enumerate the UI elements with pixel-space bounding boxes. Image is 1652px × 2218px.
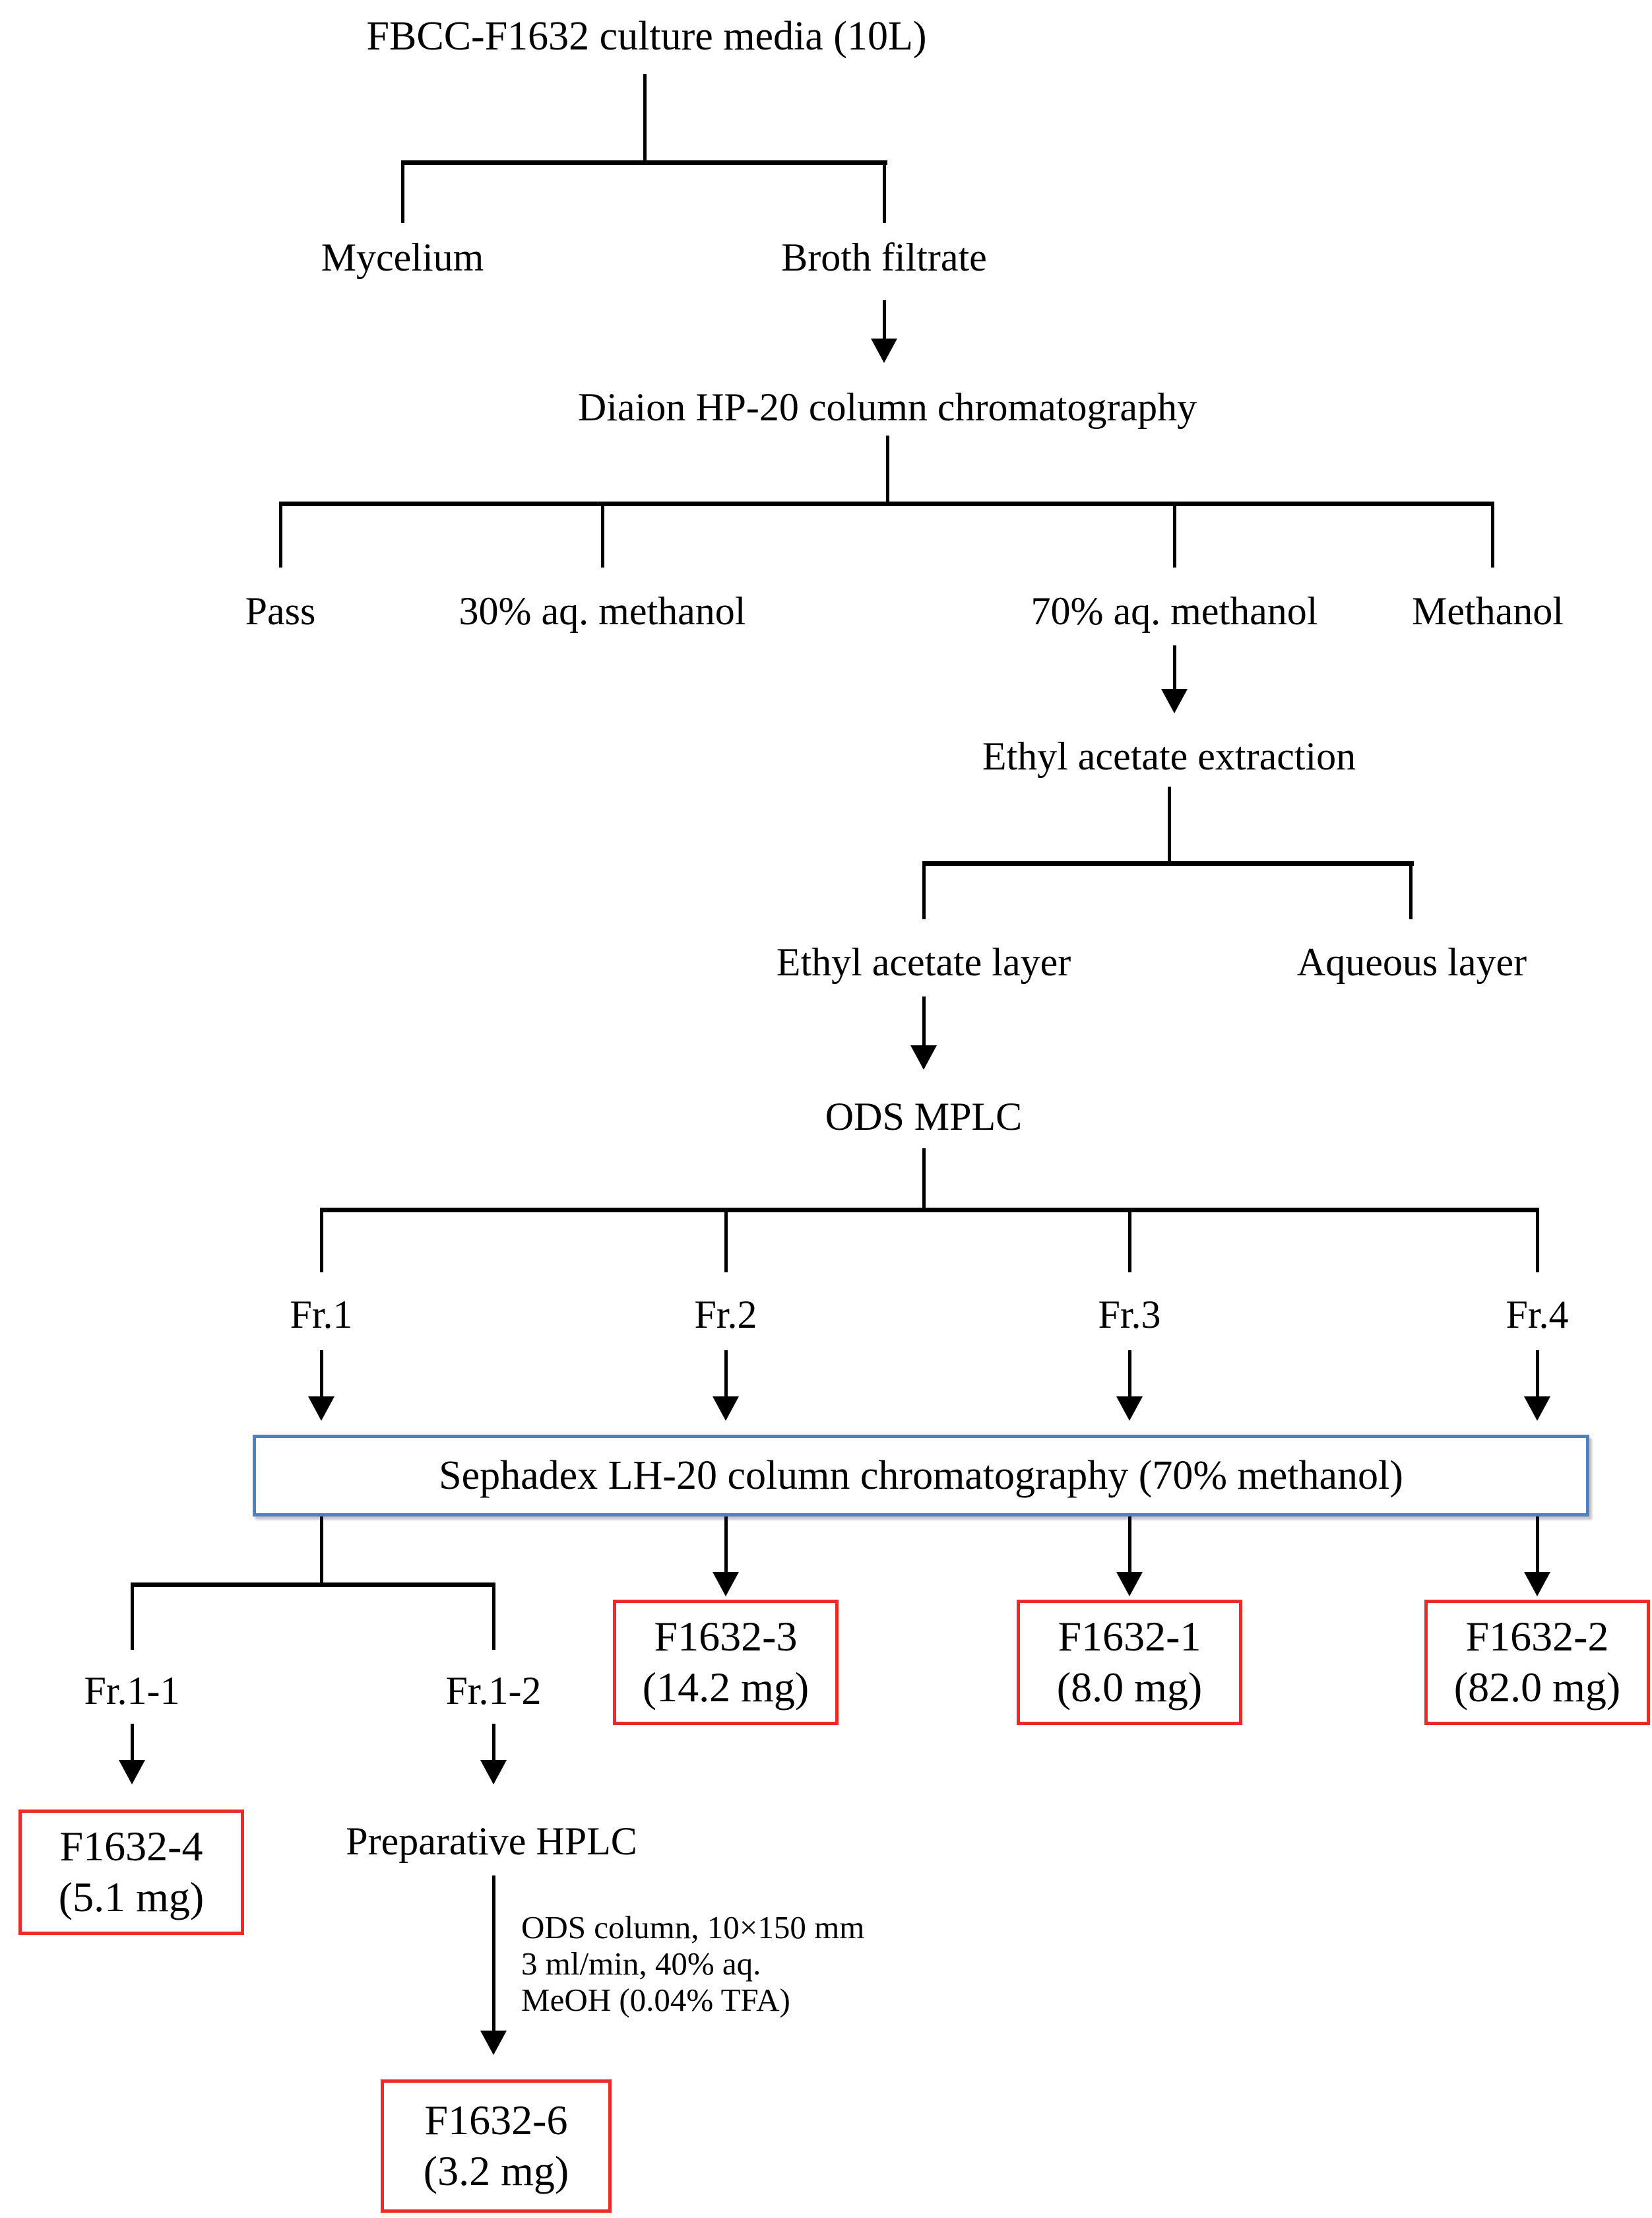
connector-line bbox=[1536, 1208, 1539, 1272]
hplc-conditions-line: ODS column, 10×150 mm bbox=[521, 1909, 865, 1945]
connector-line bbox=[724, 1208, 728, 1272]
arrow-shaft bbox=[131, 1724, 134, 1760]
compound-box-f1632-2: F1632-2 (82.0 mg) bbox=[1424, 1600, 1650, 1725]
connector-line bbox=[1173, 502, 1176, 568]
connector-line bbox=[401, 160, 887, 165]
node-ethyl-acetate-extraction: Ethyl acetate extraction bbox=[982, 734, 1356, 778]
connector-line bbox=[1491, 502, 1494, 568]
connector-line bbox=[401, 160, 404, 223]
arrow-shaft bbox=[492, 1724, 495, 1760]
compound-amount: (8.0 mg) bbox=[1056, 1664, 1203, 1711]
arrow-shaft bbox=[724, 1350, 728, 1396]
node-diaion-chromatography: Diaion HP-20 column chromatography bbox=[577, 385, 1197, 429]
compound-amount: (3.2 mg) bbox=[423, 2147, 569, 2194]
arrow-head-down-icon bbox=[713, 1572, 739, 1596]
connector-line bbox=[886, 436, 889, 502]
connector-line bbox=[131, 1582, 134, 1650]
compound-amount: (5.1 mg) bbox=[58, 1874, 205, 1920]
connector-line bbox=[131, 1582, 495, 1587]
connector-line bbox=[922, 861, 1414, 866]
connector-line bbox=[492, 1582, 495, 1650]
compound-box-f1632-1: F1632-1 (8.0 mg) bbox=[1017, 1600, 1242, 1725]
node-ethyl-acetate-layer: Ethyl acetate layer bbox=[776, 940, 1071, 984]
process-box-sephadex-label: Sephadex LH-20 column chromatography (70… bbox=[439, 1452, 1403, 1498]
arrow-shaft bbox=[1128, 1350, 1131, 1396]
connector-line bbox=[320, 1517, 323, 1582]
arrow-shaft bbox=[1536, 1350, 1539, 1396]
connector-line bbox=[883, 160, 886, 223]
arrow-head-down-icon bbox=[480, 2031, 507, 2055]
arrow-shaft bbox=[883, 300, 886, 339]
node-fraction-30-methanol: 30% aq. methanol bbox=[459, 589, 746, 633]
arrow-shaft bbox=[320, 1350, 323, 1396]
connector-line bbox=[922, 1148, 926, 1208]
arrow-head-down-icon bbox=[871, 339, 897, 363]
node-fraction-pass: Pass bbox=[245, 589, 316, 633]
arrow-head-down-icon bbox=[910, 1045, 937, 1070]
hplc-conditions: ODS column, 10×150 mm 3 ml/min, 40% aq. … bbox=[521, 1909, 864, 2018]
connector-line bbox=[279, 502, 1494, 506]
connector-line bbox=[1409, 861, 1413, 919]
compound-name: F1632-4 bbox=[59, 1823, 203, 1870]
connector-line bbox=[643, 74, 647, 160]
connector-line bbox=[1168, 787, 1171, 861]
hplc-conditions-line: MeOH (0.04% TFA) bbox=[521, 1982, 790, 2018]
compound-box-f1632-3: F1632-3 (14.2 mg) bbox=[613, 1600, 839, 1725]
compound-amount: (82.0 mg) bbox=[1453, 1664, 1621, 1711]
node-ods-mplc: ODS MPLC bbox=[825, 1095, 1023, 1138]
compound-amount: (14.2 mg) bbox=[642, 1664, 810, 1711]
arrow-head-down-icon bbox=[713, 1396, 739, 1421]
arrow-head-down-icon bbox=[1524, 1396, 1550, 1421]
node-broth-filtrate: Broth filtrate bbox=[781, 236, 987, 279]
node-culture-media: FBCC-F1632 culture media (10L) bbox=[366, 14, 927, 59]
connector-line bbox=[601, 502, 604, 568]
arrow-head-down-icon bbox=[1161, 689, 1188, 713]
node-fraction-70-methanol: 70% aq. methanol bbox=[1031, 589, 1318, 633]
node-preparative-hplc: Preparative HPLC bbox=[346, 1819, 637, 1863]
hplc-conditions-line: 3 ml/min, 40% aq. bbox=[521, 1945, 761, 1982]
arrow-shaft bbox=[922, 996, 926, 1045]
arrow-head-down-icon bbox=[1116, 1396, 1143, 1421]
arrow-shaft bbox=[1173, 645, 1176, 689]
arrow-shaft bbox=[1536, 1517, 1539, 1572]
compound-name: F1632-3 bbox=[654, 1613, 798, 1660]
arrow-head-down-icon bbox=[480, 1760, 507, 1784]
node-fr3: Fr.3 bbox=[1098, 1293, 1161, 1336]
arrow-head-down-icon bbox=[1524, 1572, 1550, 1596]
arrow-head-down-icon bbox=[308, 1396, 334, 1421]
arrow-shaft bbox=[724, 1517, 728, 1572]
connector-line bbox=[1128, 1208, 1131, 1272]
compound-box-f1632-6: F1632-6 (3.2 mg) bbox=[381, 2079, 612, 2213]
compound-name: F1632-6 bbox=[424, 2097, 568, 2144]
connector-line bbox=[922, 861, 926, 919]
connector-line bbox=[320, 1208, 1539, 1212]
arrow-shaft bbox=[1128, 1517, 1131, 1572]
node-fr1-2: Fr.1-2 bbox=[445, 1669, 542, 1712]
arrow-head-down-icon bbox=[1116, 1572, 1143, 1596]
node-fr1-1: Fr.1-1 bbox=[84, 1669, 180, 1712]
node-fraction-methanol: Methanol bbox=[1412, 589, 1564, 633]
connector-line bbox=[279, 502, 282, 568]
arrow-head-down-icon bbox=[119, 1760, 145, 1784]
node-fr1: Fr.1 bbox=[290, 1293, 353, 1336]
arrow-shaft bbox=[492, 1876, 495, 2031]
node-aqueous-layer: Aqueous layer bbox=[1296, 940, 1527, 984]
node-fr4: Fr.4 bbox=[1506, 1293, 1569, 1336]
compound-box-f1632-4: F1632-4 (5.1 mg) bbox=[18, 1810, 244, 1935]
node-mycelium: Mycelium bbox=[321, 236, 484, 279]
node-fr2: Fr.2 bbox=[694, 1293, 757, 1336]
compound-name: F1632-2 bbox=[1465, 1613, 1609, 1660]
connector-line bbox=[320, 1208, 323, 1272]
process-box-sephadex: Sephadex LH-20 column chromatography (70… bbox=[253, 1435, 1589, 1517]
compound-name: F1632-1 bbox=[1058, 1613, 1201, 1660]
